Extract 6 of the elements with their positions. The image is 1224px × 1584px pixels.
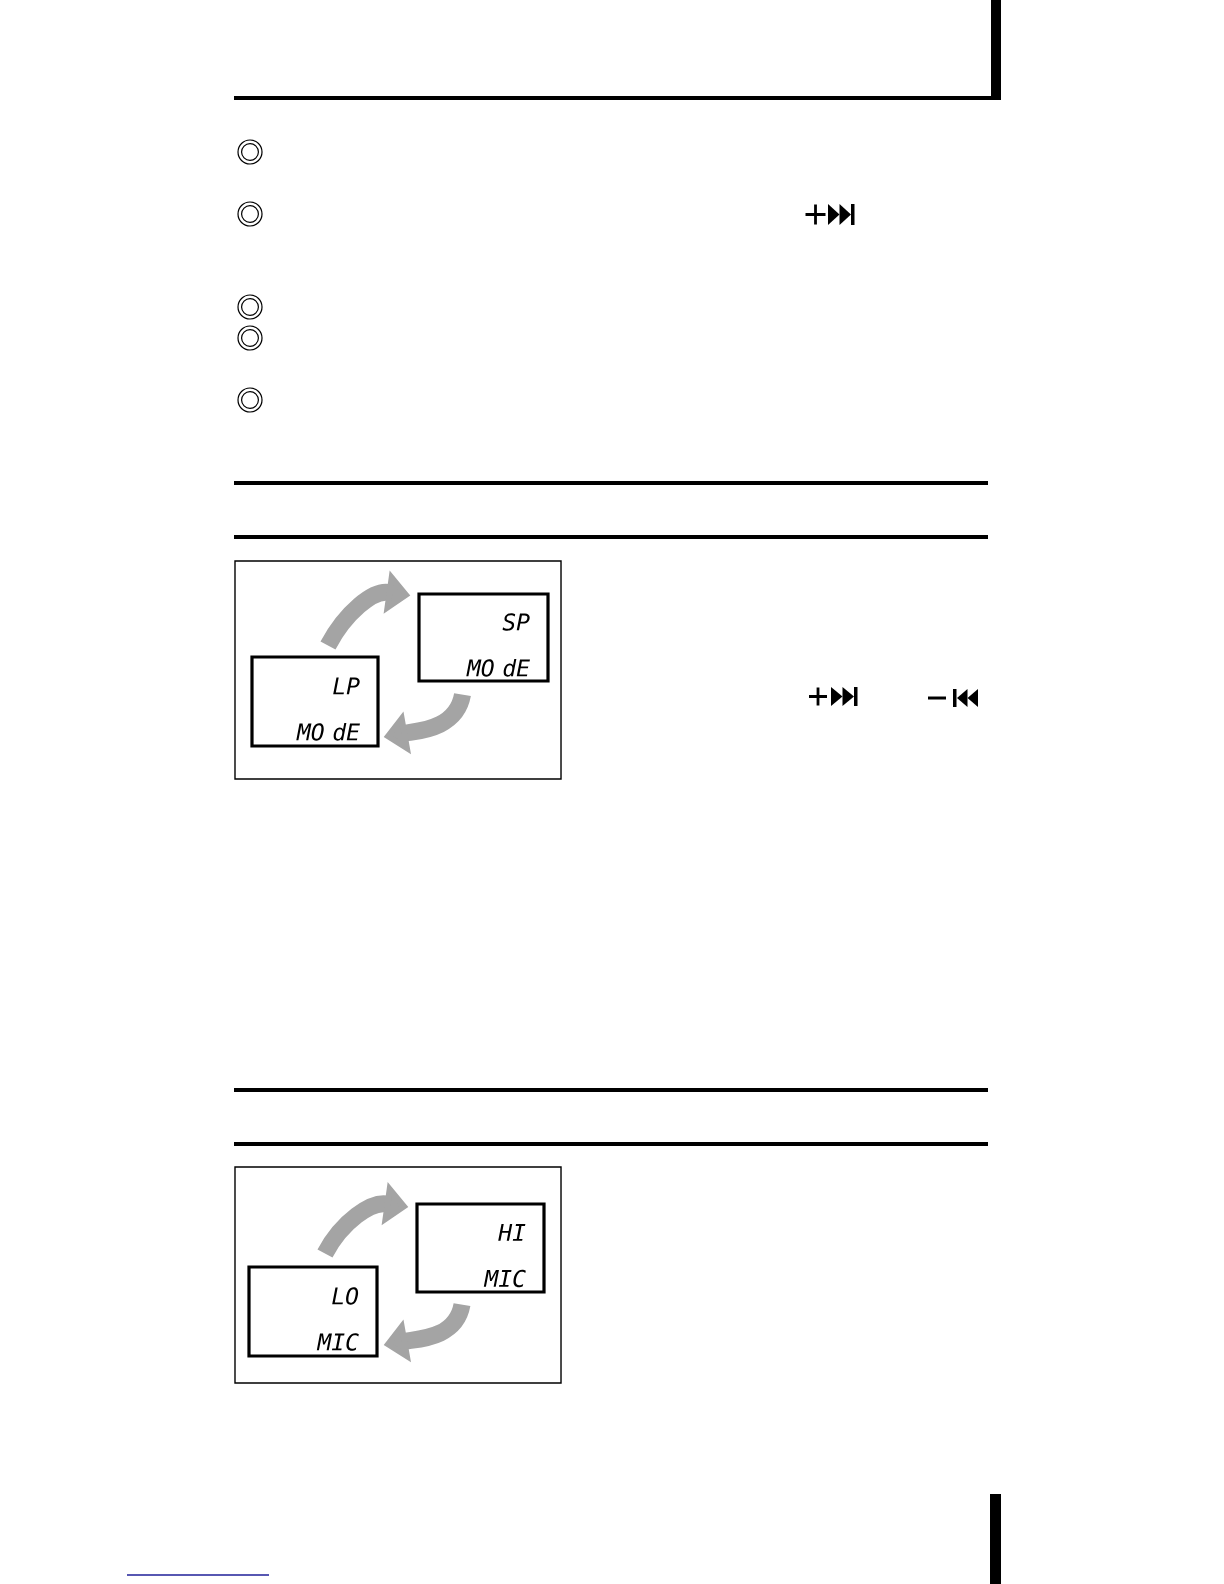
- lcd-display: LO MIC: [247, 1265, 379, 1358]
- lcd-display: HI MIC: [415, 1202, 546, 1294]
- illustration-frame: [234, 1166, 562, 1384]
- illustration-frame: [234, 560, 562, 780]
- lcd-display: LP MO dE: [250, 655, 380, 748]
- lcd-display: SP MO dE: [417, 592, 550, 683]
